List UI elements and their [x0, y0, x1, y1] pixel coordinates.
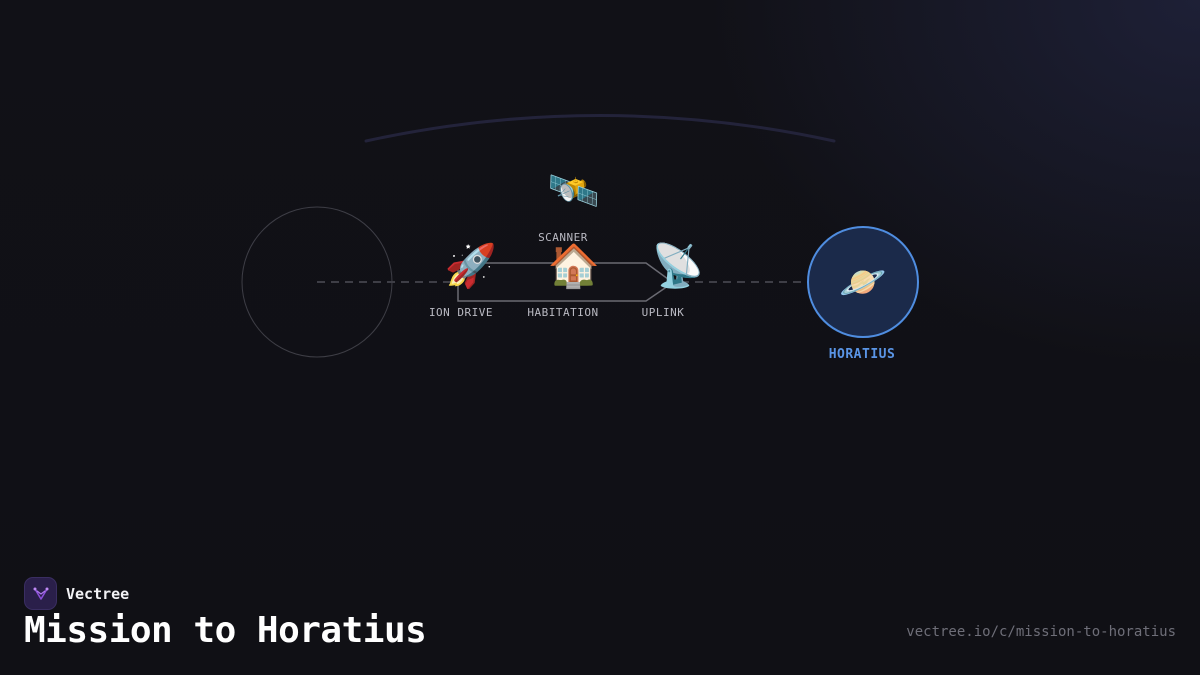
satellite-dish-icon: 📡: [651, 241, 705, 290]
orbit-arc: [364, 114, 836, 143]
ion-drive-label: ION DRIVE: [428, 306, 494, 319]
destination-label: HORATIUS: [828, 347, 896, 362]
brand-name: Vectree: [66, 584, 130, 603]
ship-hull-outline: [457, 262, 669, 302]
destination-planet[interactable]: 🪐: [807, 226, 919, 338]
rocket-icon: 🚀: [444, 241, 498, 290]
page-title: Mission to Horatius: [24, 610, 427, 651]
share-url[interactable]: vectree.io/c/mission-to-horatius: [906, 624, 1176, 640]
habitation-label: HABITATION: [527, 306, 599, 319]
ringed-planet-icon: 🪐: [839, 259, 887, 304]
scanner-label: SCANNER: [538, 231, 588, 244]
vectree-logo-icon: [24, 577, 57, 610]
satellite-icon: 🛰️: [547, 166, 601, 215]
vectree-logo-mark: [33, 587, 48, 600]
uplink-label: UPLINK: [641, 306, 685, 319]
brand[interactable]: Vectree: [24, 577, 129, 610]
house-icon: 🏠: [547, 241, 601, 290]
